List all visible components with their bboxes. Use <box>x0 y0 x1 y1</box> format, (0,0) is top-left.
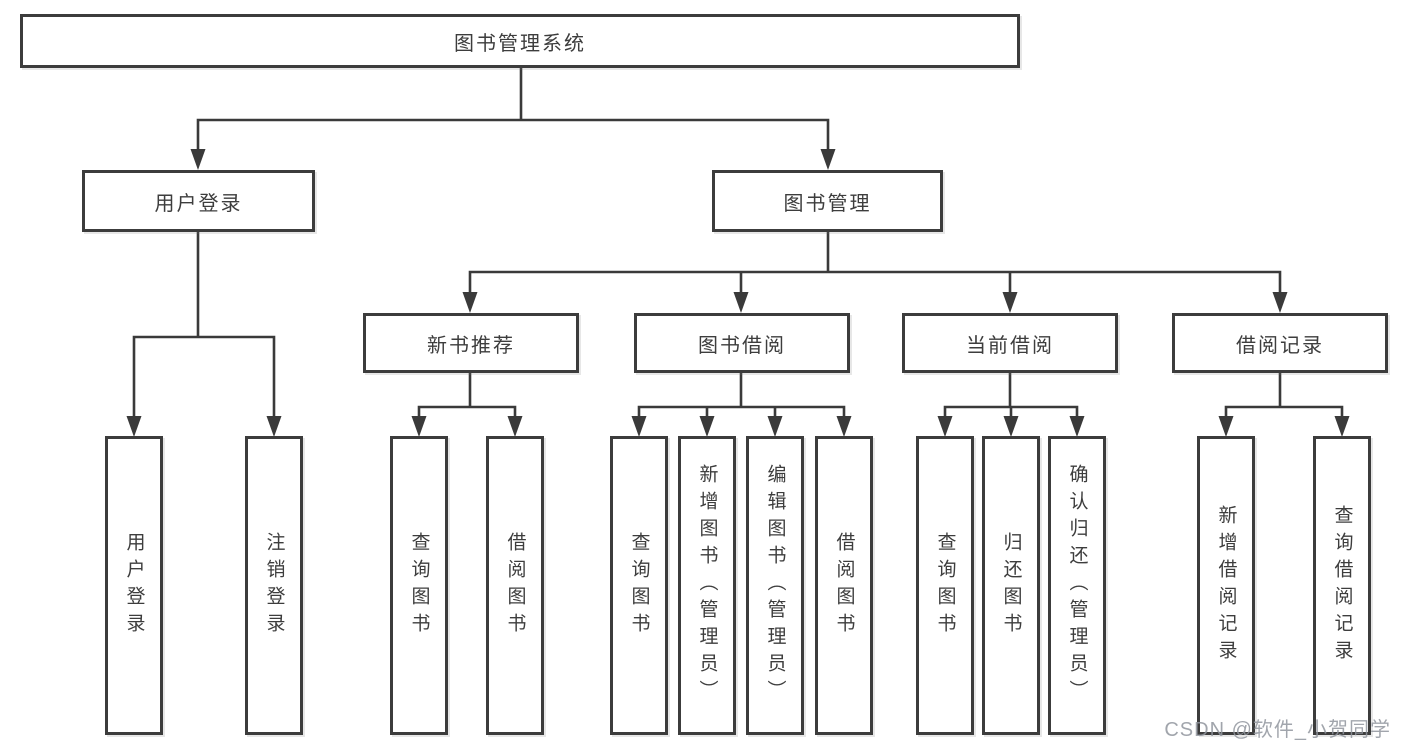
node-leaf-edit-books-admin: 编辑图书（管理员） <box>746 436 804 735</box>
csdn-watermark: CSDN @软件_小贺同学 <box>1164 719 1391 741</box>
node-leaf-edit-books-admin-label: 编辑图书（管理员） <box>764 464 786 707</box>
node-book-management-label: 图书管理 <box>783 192 872 215</box>
node-leaf-confirm-return-admin: 确认归还（管理员） <box>1048 436 1106 735</box>
node-leaf-query-books-3: 查询图书 <box>916 436 974 735</box>
arrowhead <box>1002 292 1018 313</box>
connector-bookmgmt-to-level3 <box>468 230 1282 296</box>
node-leaf-user-login: 用户登录 <box>105 436 163 735</box>
arrowhead <box>937 416 953 437</box>
node-root: 图书管理系统 <box>20 14 1020 68</box>
arrowhead <box>411 416 427 437</box>
arrowhead <box>126 416 142 437</box>
node-current-borrow: 当前借阅 <box>902 313 1118 373</box>
node-leaf-query-borrow-record-label: 查询借阅记录 <box>1331 504 1353 667</box>
arrowhead <box>733 292 749 313</box>
node-leaf-query-books-1: 查询图书 <box>390 436 448 735</box>
node-leaf-add-books-admin-label: 新增图书（管理员） <box>696 464 718 707</box>
node-leaf-user-login-label: 用户登录 <box>123 531 145 640</box>
arrowhead <box>190 149 206 170</box>
arrowheads <box>126 149 1350 437</box>
arrowhead <box>1218 416 1234 437</box>
arrowhead <box>631 416 647 437</box>
node-book-management: 图书管理 <box>712 170 943 232</box>
node-leaf-logout: 注销登录 <box>245 436 303 735</box>
arrowhead <box>767 416 783 437</box>
connector-bookborrow-to-leaves <box>637 371 846 419</box>
arrowhead <box>1334 416 1350 437</box>
node-leaf-add-borrow-record-label: 新增借阅记录 <box>1215 504 1237 667</box>
node-leaf-query-borrow-record: 查询借阅记录 <box>1313 436 1371 735</box>
arrowhead <box>1003 416 1019 437</box>
node-leaf-return-books-label: 归还图书 <box>1000 531 1022 640</box>
arrowhead <box>699 416 715 437</box>
node-leaf-add-borrow-record: 新增借阅记录 <box>1197 436 1255 735</box>
node-leaf-return-books: 归还图书 <box>982 436 1040 735</box>
arrowhead <box>507 416 523 437</box>
node-borrow-records-label: 借阅记录 <box>1236 334 1324 357</box>
node-current-borrow-label: 当前借阅 <box>966 334 1054 357</box>
node-root-label: 图书管理系统 <box>454 32 586 55</box>
connector-userlogin-to-leaves <box>132 230 276 419</box>
connector-currentborrow-to-leaves <box>943 371 1079 419</box>
node-leaf-query-books-3-label: 查询图书 <box>934 531 956 640</box>
arrowhead <box>266 416 282 437</box>
node-leaf-borrow-books-1: 借阅图书 <box>486 436 544 735</box>
node-leaf-confirm-return-admin-label: 确认归还（管理员） <box>1066 464 1088 707</box>
node-user-login: 用户登录 <box>82 170 315 232</box>
node-leaf-query-books-2: 查询图书 <box>610 436 668 735</box>
node-leaf-query-books-2-label: 查询图书 <box>628 531 650 640</box>
node-user-login-label: 用户登录 <box>154 192 243 215</box>
arrowhead <box>462 292 478 313</box>
arrowhead <box>1272 292 1288 313</box>
node-leaf-borrow-books-2-label: 借阅图书 <box>833 531 855 640</box>
arrowhead <box>820 149 836 170</box>
node-leaf-logout-label: 注销登录 <box>263 531 285 640</box>
connector-newbook-to-leaves <box>417 371 517 419</box>
node-new-book-recommend: 新书推荐 <box>363 313 579 373</box>
node-new-book-recommend-label: 新书推荐 <box>427 334 515 357</box>
arrowhead <box>1069 416 1085 437</box>
connector-borrowrecords-to-leaves <box>1224 371 1344 419</box>
node-book-borrow: 图书借阅 <box>634 313 850 373</box>
node-leaf-query-books-1-label: 查询图书 <box>408 531 430 640</box>
node-leaf-borrow-books-1-label: 借阅图书 <box>504 531 526 640</box>
node-book-borrow-label: 图书借阅 <box>698 334 786 357</box>
node-borrow-records: 借阅记录 <box>1172 313 1388 373</box>
arrowhead <box>836 416 852 437</box>
node-leaf-borrow-books-2: 借阅图书 <box>815 436 873 735</box>
connector-root-to-level2 <box>196 66 830 153</box>
node-leaf-add-books-admin: 新增图书（管理员） <box>678 436 736 735</box>
